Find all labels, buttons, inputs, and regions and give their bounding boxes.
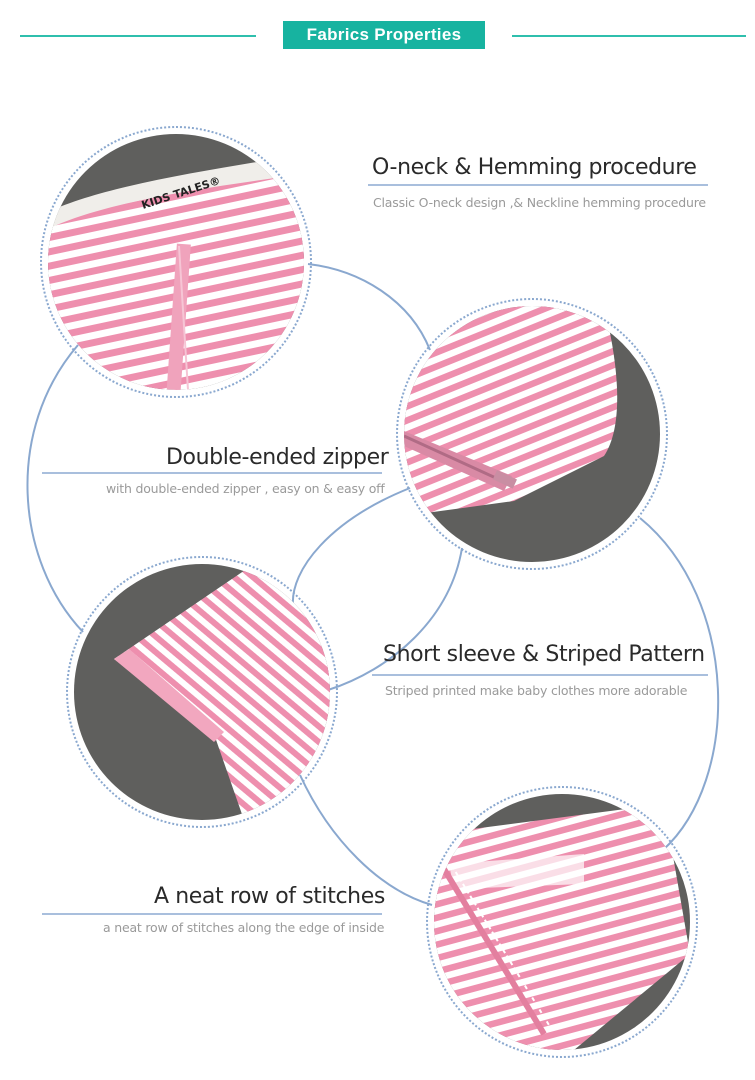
arc-bottom bbox=[299, 774, 433, 906]
feature-desc-sleeve: Striped printed make baby clothes more a… bbox=[385, 683, 688, 698]
photo-zipper bbox=[404, 306, 660, 562]
feature-desc-zipper: with double-ended zipper , easy on & eas… bbox=[106, 481, 385, 496]
feature-title-zipper: Double-ended zipper bbox=[166, 445, 389, 470]
photo-zipper-ring bbox=[396, 298, 668, 570]
arc-right bbox=[639, 517, 720, 851]
photo-neck: KIDS TALES® bbox=[48, 134, 304, 390]
header-badge: Fabrics Properties bbox=[283, 21, 485, 49]
feature-title-stitches: A neat row of stitches bbox=[154, 884, 385, 909]
arc-middle bbox=[291, 487, 411, 607]
feature-desc-oneck: Classic O-neck design ,& Neckline hemmin… bbox=[373, 195, 706, 210]
feature-title-sleeve: Short sleeve & Striped Pattern bbox=[383, 642, 705, 667]
photo-stitches bbox=[434, 794, 690, 1050]
header-line-left bbox=[20, 35, 256, 37]
header-line-right bbox=[512, 35, 746, 37]
feature-desc-stitches: a neat row of stitches along the edge of… bbox=[103, 920, 385, 935]
feature-line-zipper bbox=[42, 472, 382, 474]
feature-title-oneck: O-neck & Hemming procedure bbox=[372, 155, 697, 180]
photo-sleeve bbox=[74, 564, 330, 820]
feature-line-oneck bbox=[368, 184, 708, 186]
arc-left-1 bbox=[26, 344, 84, 633]
photo-neck-ring bbox=[40, 126, 312, 398]
feature-line-sleeve bbox=[372, 674, 708, 676]
feature-line-stitches bbox=[42, 913, 382, 915]
photo-sleeve-ring bbox=[66, 556, 338, 828]
arc-middle-2 bbox=[327, 547, 463, 691]
photo-stitches-ring bbox=[426, 786, 698, 1058]
header-title: Fabrics Properties bbox=[306, 25, 462, 44]
arc-top bbox=[307, 263, 431, 351]
